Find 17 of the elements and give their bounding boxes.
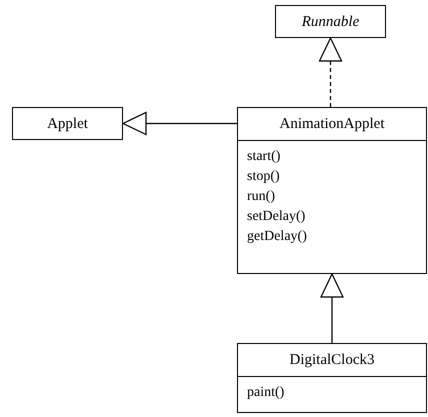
class-box	[12, 107, 123, 140]
dashed-arrow	[318, 37, 342, 107]
class-box	[237, 343, 427, 413]
class-name: AnimationApplet	[280, 114, 384, 134]
method-name: getDelay()	[247, 228, 307, 246]
method-name: paint()	[247, 384, 284, 402]
method-name: setDelay()	[247, 208, 306, 226]
class-box	[275, 5, 386, 38]
method-name: run()	[247, 188, 275, 206]
class-name: Runnable	[302, 12, 360, 32]
class-name: DigitalClock3	[290, 350, 374, 370]
method-name: stop()	[247, 168, 280, 186]
arrow	[320, 273, 344, 343]
class-name: Applet	[47, 114, 88, 134]
arrow	[122, 112, 237, 136]
class-box	[237, 107, 427, 274]
method-name: start()	[247, 148, 280, 166]
